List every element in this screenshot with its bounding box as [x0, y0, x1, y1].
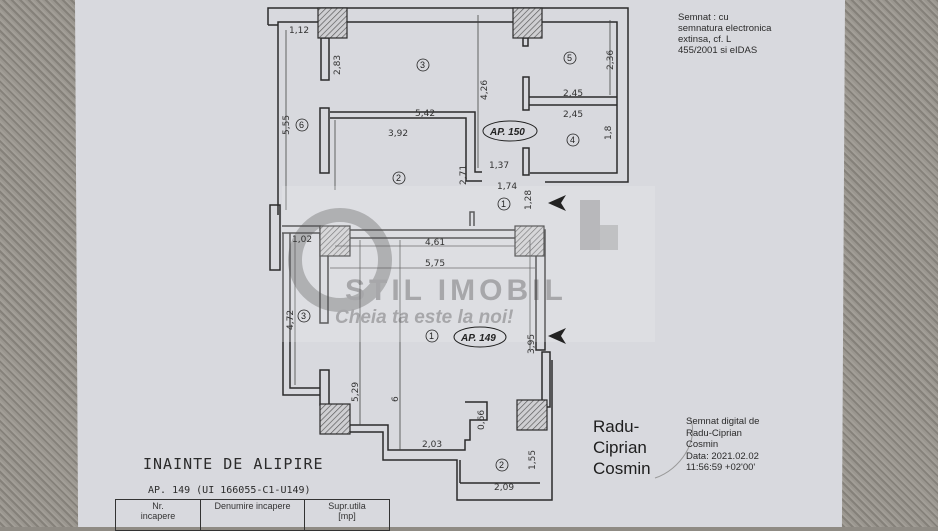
watermark-brand: STIL IMOBIL — [345, 274, 567, 307]
dim-label: 2,36 — [606, 50, 616, 70]
dim-label: 5,55 — [282, 115, 292, 135]
dim-label: 2,03 — [422, 440, 442, 450]
watermark-logo: STIL IMOBIL Cheia ta este la noi! — [282, 186, 655, 342]
room-number: 4 — [570, 135, 575, 145]
wall-ap150-outer — [267, 7, 629, 183]
electronic-signature-note: Semnat : cu semnatura electronica extins… — [678, 12, 771, 56]
dim-label: 3,92 — [388, 129, 408, 139]
dim-label: 1,28 — [524, 190, 534, 210]
dim-label: 2,71 — [459, 165, 469, 185]
dim-label: 5,75 — [425, 259, 445, 269]
entrance-arrow-icon — [548, 195, 566, 211]
signer-line: Radu- — [593, 417, 640, 436]
table-header-name: Denumire incapere — [200, 499, 305, 531]
dimension-lines — [285, 15, 611, 450]
signer-line: Ciprian — [593, 438, 647, 457]
dim-label: 0,66 — [477, 410, 487, 430]
room-number: 5 — [567, 53, 572, 63]
room-number: 1 — [501, 199, 506, 209]
digital-signature-block: Semnat digital de Radu-Ciprian Cosmin Da… — [686, 416, 759, 474]
dim-label: 6 — [391, 396, 401, 402]
room-number: 3 — [301, 311, 306, 321]
room-number: 3 — [420, 60, 425, 70]
note-line: 455/2001 si eIDAS — [678, 45, 758, 56]
plan-title: INAINTE DE ALIPIRE — [143, 455, 324, 473]
rooms-table: Nr. incapere Denumire incapere Supr.util… — [115, 499, 390, 531]
wall-ap149-bottom — [350, 401, 488, 451]
carpet-left — [0, 0, 80, 527]
signature-line: Cosmin — [686, 439, 719, 450]
dim-label: 2,83 — [333, 55, 343, 75]
signature-line: 11:56:59 +02'00' — [686, 462, 756, 473]
signature-line: Semnat digital de — [686, 416, 760, 427]
structural-columns — [317, 7, 548, 435]
dim-label: 1,55 — [528, 450, 538, 470]
table-header-nr: Nr. incapere — [115, 499, 201, 531]
dim-label: 3,95 — [527, 334, 537, 354]
room-numbers: 3 5 6 4 2 1 1 3 2 — [295, 51, 580, 472]
signer-line: Cosmin — [593, 459, 651, 478]
dim-label: 1,12 — [289, 26, 309, 36]
document-paper — [75, 0, 845, 527]
carpet-right — [840, 0, 938, 527]
room-number: 2 — [396, 173, 401, 183]
apartment-label: AP. 150 — [489, 127, 525, 138]
dim-label: 5,42 — [415, 109, 435, 119]
note-line: Semnat : cu — [678, 12, 729, 23]
wall-ap149-left — [289, 233, 320, 389]
dim-label: 4,26 — [480, 80, 490, 100]
watermark-slogan: Cheia ta este la noi! — [335, 307, 513, 328]
room-number: 2 — [499, 460, 504, 470]
dim-label: 1,37 — [489, 161, 509, 171]
dim-label: 1,02 — [292, 235, 312, 245]
apartment-labels: AP. 150 AP. 149 — [453, 120, 538, 348]
dim-label: 2,45 — [563, 110, 583, 120]
room-number: 1 — [429, 331, 434, 341]
signer-name: Radu- Ciprian Cosmin — [593, 416, 651, 479]
signature-line: Radu-Ciprian — [686, 427, 742, 439]
entrance-arrow-icon — [548, 328, 566, 344]
wall-kitchen — [330, 111, 482, 173]
dim-label: 2,45 — [563, 89, 583, 99]
unit-caption: AP. 149 (UI 166055-C1-U149) — [148, 485, 311, 496]
room-number: 6 — [299, 120, 304, 130]
dim-label: 1,8 — [604, 125, 614, 140]
table-header-area: Supr.utila [mp] — [304, 499, 390, 531]
dim-label: 2,09 — [494, 483, 514, 493]
note-line: semnatura electronica — [678, 23, 772, 34]
dim-label: 4,72 — [286, 310, 296, 330]
dim-label: 1,74 — [497, 182, 517, 192]
apartment-label: AP. 149 — [460, 333, 496, 344]
dim-label: 4,61 — [425, 238, 445, 248]
wall-ap150-inner — [277, 21, 618, 215]
note-line: extinsa, cf. L — [678, 34, 732, 45]
dim-label: 5,29 — [351, 382, 361, 402]
signature-line: Data: 2021.02.02 — [686, 450, 759, 462]
wall-kitchen2 — [330, 117, 482, 182]
